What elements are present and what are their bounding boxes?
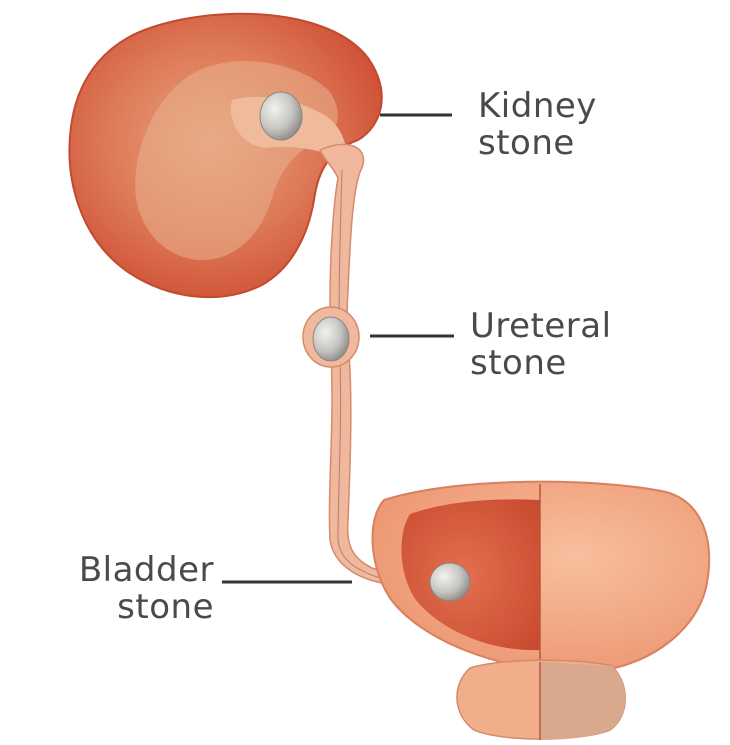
kidney-stone-label-line2: stone — [478, 125, 597, 162]
ureteral-stone — [313, 317, 349, 361]
kidney-stone — [260, 92, 302, 140]
ureteral-stone-label: Ureteral stone — [470, 308, 612, 382]
bladder-stone-label-line2: stone — [24, 589, 214, 626]
ureteral-stone-label-line2: stone — [470, 345, 612, 382]
kidney-stone-label-line1: Kidney — [478, 88, 597, 125]
bladder-stone-label: Bladder stone — [24, 552, 214, 626]
ureteral-stone-label-line1: Ureteral — [470, 308, 612, 345]
kidney-stone-label: Kidney stone — [478, 88, 597, 162]
bladder-stone-label-line1: Bladder — [24, 552, 214, 589]
bladder-stone — [430, 563, 470, 601]
prostate — [457, 660, 625, 740]
bladder — [373, 482, 710, 672]
